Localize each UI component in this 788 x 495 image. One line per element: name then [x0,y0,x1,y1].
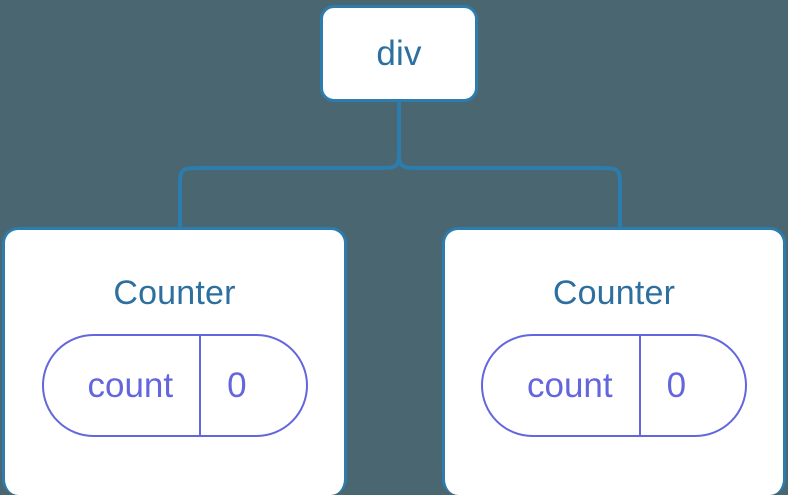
state-key-left: count [87,366,174,405]
state-pill-left[interactable]: count 0 [41,334,308,437]
node-counter-left[interactable]: Counter count 0 [2,227,347,495]
connector-branch-left [178,145,401,229]
connector-branch-right [397,145,622,229]
node-div[interactable]: div [320,5,478,102]
state-value-left: 0 [199,336,290,435]
node-counter-right[interactable]: Counter count 0 [442,227,786,495]
node-div-label: div [376,34,422,73]
node-counter-left-label: Counter [113,274,236,312]
state-pill-right[interactable]: count 0 [481,334,747,437]
node-counter-right-label: Counter [552,274,676,312]
state-value-right: 0 [638,336,730,435]
state-key-right: count [527,366,613,405]
